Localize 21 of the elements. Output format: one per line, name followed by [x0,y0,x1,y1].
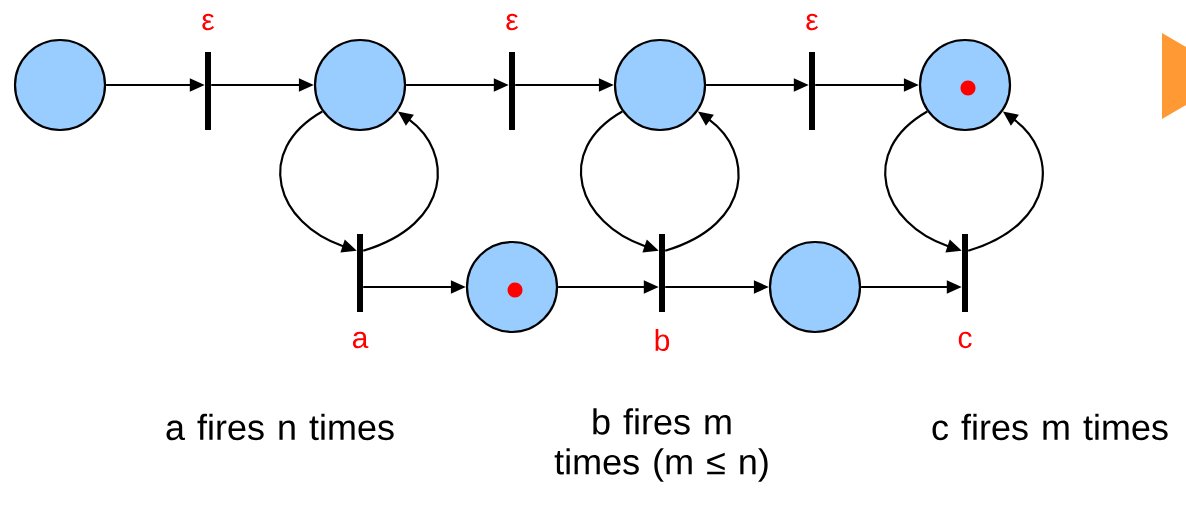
epsilon-label: ε [806,13,819,31]
caption-text: a fires n times [166,413,394,441]
triangle-marker [1162,33,1186,119]
epsilon-label: ε [202,13,215,31]
caption-text: b fires m times (m ≤ n) [554,408,768,482]
place-circle [918,38,1012,132]
transition-label: a [352,331,369,349]
place-circle [465,240,559,334]
place-circle [613,38,707,132]
place-circle [13,38,107,132]
transition-label: b [655,329,670,351]
token-dot [507,282,523,298]
transition-label: c [958,331,972,349]
epsilon-label: ε [506,13,519,31]
place-circle [313,38,407,132]
caption-text: c fires m times [932,413,1168,441]
token-dot [960,80,976,96]
arrow [362,111,439,252]
arrow [967,111,1044,252]
place-circle [768,240,862,334]
arrow [664,111,740,252]
